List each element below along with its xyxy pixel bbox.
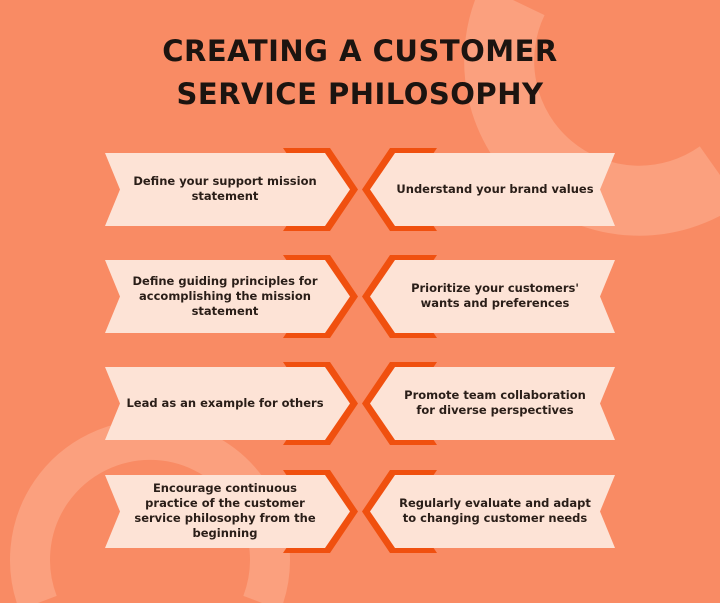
right-item-2: Prioritize your customers' wants and pre… [411, 281, 579, 310]
title-line-1: CREATING A CUSTOMER [162, 34, 558, 68]
left-item-4: Encourage continuous practice of the cus… [134, 481, 316, 540]
right-banner [370, 367, 615, 440]
left-item-1: Define your support mission statement [133, 174, 317, 203]
page-title: CREATING A CUSTOMER SERVICE PHILOSOPHY [0, 30, 720, 116]
title-line-2: SERVICE PHILOSOPHY [176, 77, 544, 111]
left-item-3: Lead as an example for others [126, 395, 324, 410]
right-banner [370, 475, 615, 548]
left-banner [105, 153, 350, 226]
left-banner [105, 475, 350, 548]
left-banner [105, 367, 350, 440]
right-banner [370, 260, 615, 333]
right-item-1: Understand your brand values [396, 181, 594, 196]
right-item-4: Regularly evaluate and adapt to changing… [399, 496, 591, 525]
left-item-2: Define guiding principles for accomplish… [132, 273, 318, 318]
left-banner [105, 260, 350, 333]
right-banner [370, 153, 615, 226]
right-item-3: Promote team collaboration for diverse p… [404, 388, 586, 417]
